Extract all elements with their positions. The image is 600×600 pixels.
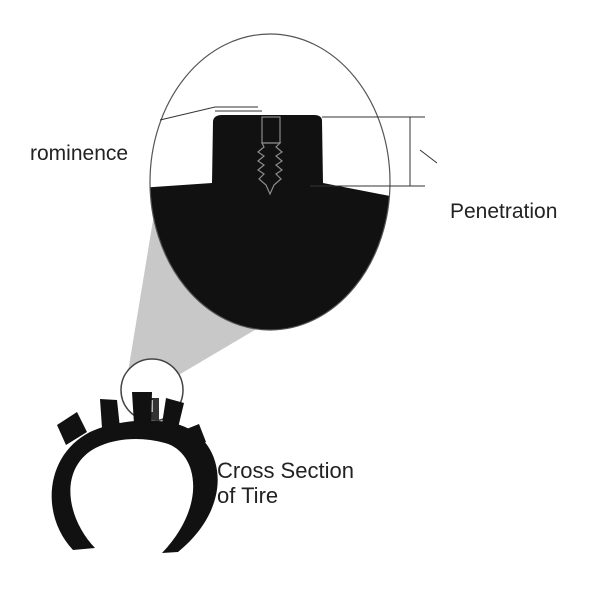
stud-screw [256,116,284,196]
tread-lug-3 [132,392,152,424]
cross-section-label: Cross Section of Tire [217,458,354,509]
tire-cross-section [51,392,218,553]
prominence-leader [159,106,258,121]
magnified-tread-body [150,115,390,330]
tire-ring [51,420,218,553]
stud-thread [256,142,284,196]
cross-section-label-line1: Cross Section [217,458,354,483]
penetration-label: Penetration [450,200,558,223]
tread-lug-4 [162,398,184,428]
prominence-label: rominence [30,142,129,165]
magnified-view-outline [149,33,391,331]
tread-lug-5 [184,424,206,448]
tread-lug-2 [100,399,120,428]
penetration-leader [419,149,438,164]
cross-section-label-line2: of Tire [217,483,279,509]
stud-head [261,116,281,144]
penetration-dimension [310,116,438,187]
tread-lug-1 [57,412,87,445]
